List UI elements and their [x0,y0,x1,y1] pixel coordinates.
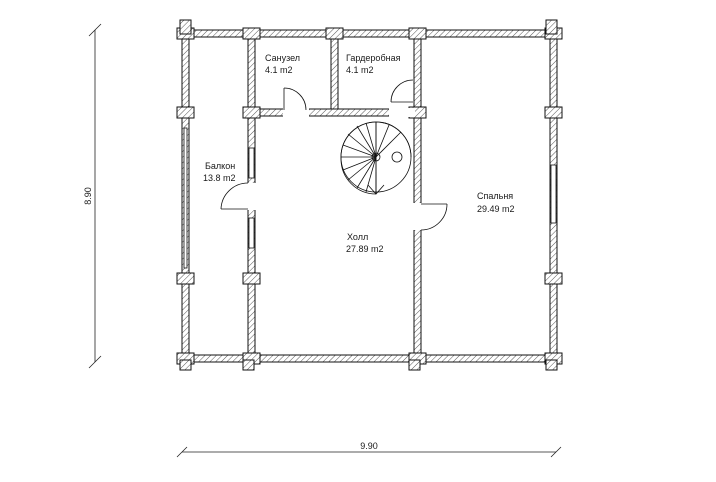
window-hall-lower [248,217,255,249]
wall-top [181,29,558,38]
window-hall-upper [248,147,255,179]
room-name-bedroom: Спальня [477,191,513,201]
room-area-bath: 4.1 m2 [265,65,293,75]
height-dimension-label: 8.90 [83,187,93,205]
room-area-bedroom: 29.49 m2 [477,204,515,214]
width-dimension-label: 9.90 [360,441,378,451]
horizontal-dimension-line [176,446,562,458]
wall-bedroom-divider [413,29,422,363]
room-name-hall: Холл [347,232,368,242]
room-area-balcony: 13.8 m2 [203,173,236,183]
spiral-staircase [340,121,412,195]
doors [220,79,448,231]
room-name-bath: Санузел [265,53,300,63]
wall-bottom [181,354,558,363]
wall-joints [176,19,563,371]
vertical-dimension-line [88,23,102,369]
room-area-wardrobe: 4.1 m2 [346,65,374,75]
room-name-wardrobe: Гардеробная [346,53,401,63]
wall-bath-wardrobe [330,29,339,111]
window-bedroom [550,164,557,224]
windows [183,127,557,269]
room-labels: Санузел 4.1 m2 Гардеробная 4.1 m2 Балкон… [203,53,515,254]
window-balcony-left [183,127,188,269]
room-name-balcony: Балкон [205,161,235,171]
room-area-hall: 27.89 m2 [346,244,384,254]
